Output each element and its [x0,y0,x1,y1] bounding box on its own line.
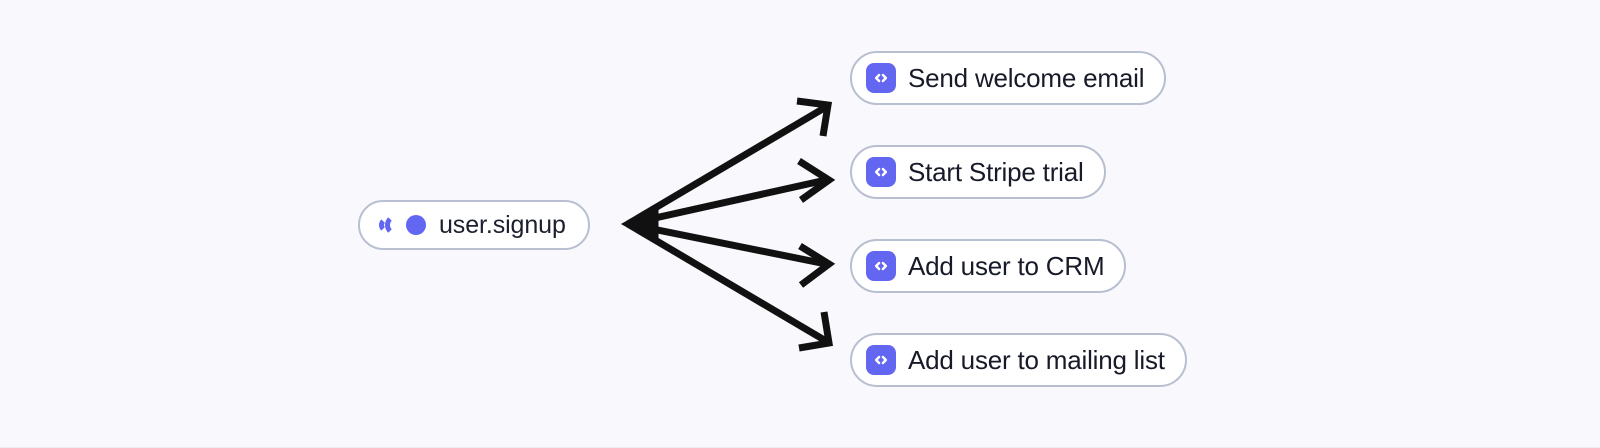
trigger-node-label: user.signup [439,210,566,239]
action-node-add-user-to-mailing-list[interactable]: Add user to mailing list [850,333,1187,387]
action-node-label: Add user to mailing list [908,344,1165,375]
code-icon [866,345,896,375]
edge-junction-arrowhead [620,202,659,246]
trigger-node-user-signup[interactable]: user.signup [358,200,590,250]
edge-user-signup-to-add-user-to-crm [627,220,836,288]
action-node-start-stripe-trial[interactable]: Start Stripe trial [850,145,1106,199]
edge-user-signup-to-start-stripe-trial [627,158,836,228]
edge-user-signup-to-send-welcome-email [626,97,833,228]
pulse-signal-icon [379,212,426,238]
action-node-label: Send welcome email [908,62,1145,93]
code-icon [866,157,896,187]
action-node-label: Start Stripe trial [908,156,1084,187]
action-node-label: Add user to CRM [908,250,1105,281]
edge-user-signup-to-add-user-to-mailing-list [626,220,834,352]
code-icon [866,63,896,93]
action-node-add-user-to-crm[interactable]: Add user to CRM [850,239,1127,293]
code-icon [866,251,896,281]
action-node-send-welcome-email[interactable]: Send welcome email [850,51,1167,105]
